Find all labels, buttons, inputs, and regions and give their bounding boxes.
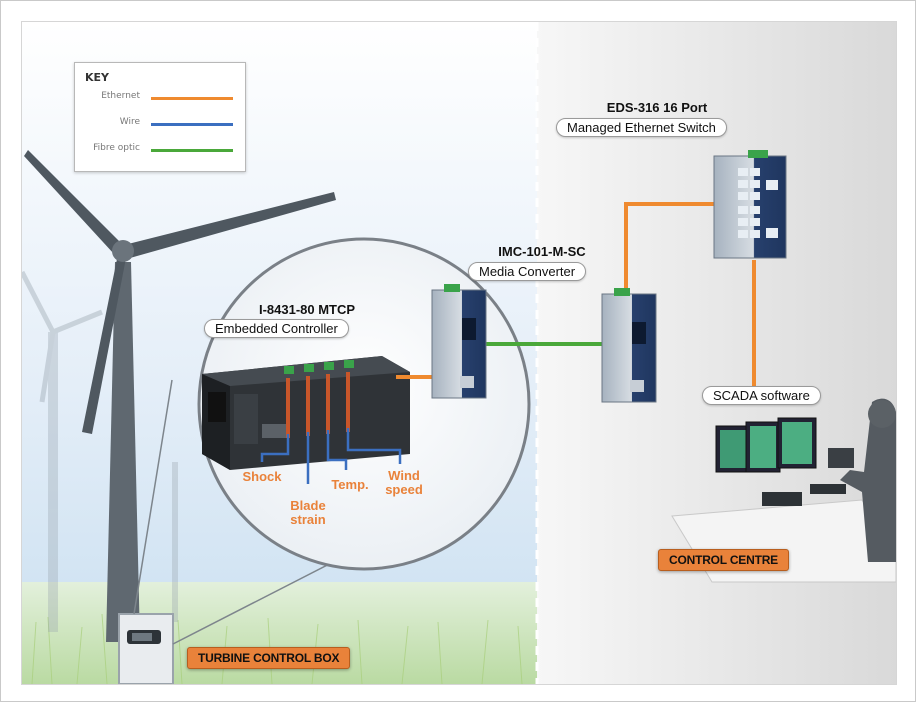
wind-turbine: [24, 150, 336, 642]
key-row-fibre: Fibre optic: [75, 143, 245, 157]
background-turbine: [22, 270, 178, 632]
controller-title: I-8431-80 MTCP: [258, 302, 356, 317]
network-diagram: [22, 22, 896, 684]
key-title: KEY: [85, 71, 110, 84]
ethernet-switch-device: [713, 150, 787, 259]
key-label-wire: Wire: [119, 117, 140, 127]
turbine-control-box: [118, 613, 174, 684]
key-row-ethernet: Ethernet: [75, 91, 245, 105]
sensor-wires: [260, 428, 402, 484]
switch-subtitle: Managed Ethernet Switch: [556, 118, 727, 137]
key-row-wire: Wire: [75, 117, 245, 131]
monitor-3: [777, 417, 817, 469]
sensor-strain-label: strain: [290, 512, 326, 527]
converter-title: IMC-101-M-SC: [498, 244, 586, 259]
sensor-blade-label: Blade: [290, 498, 326, 513]
media-converter-control: [601, 288, 657, 403]
turbine-control-box-label: TURBINE CONTROL BOX: [187, 647, 351, 669]
scada-label: SCADA software: [702, 386, 821, 405]
plc-controller-device: [202, 356, 410, 470]
switch-title: EDS-316 16 Port: [606, 100, 708, 115]
media-converter-turbine: [431, 284, 487, 399]
control-centre-label: CONTROL CENTRE: [658, 549, 789, 571]
sensor-wind-label: Wind: [388, 468, 420, 483]
fibre-swatch: [151, 149, 233, 152]
monitor-2: [745, 421, 781, 473]
ethernet-link-switch: [624, 202, 716, 292]
wire-swatch: [151, 123, 233, 126]
key-label-fibre: Fibre optic: [93, 143, 140, 153]
monitor-1: [715, 425, 751, 473]
sensor-blade-strain: Blade strain: [282, 499, 334, 527]
ethernet-swatch: [151, 97, 233, 100]
sensor-speed-label: speed: [385, 482, 423, 497]
zoom-line-top: [133, 379, 173, 615]
sensor-temp: Temp.: [331, 477, 369, 492]
key-legend: KEY Ethernet Wire Fibre optic: [74, 62, 246, 172]
key-label-ethernet: Ethernet: [101, 91, 140, 101]
converter-subtitle: Media Converter: [468, 262, 587, 281]
controller-subtitle: Embedded Controller: [204, 319, 349, 338]
sensor-shock: Shock: [242, 469, 282, 484]
diagram-canvas: KEY Ethernet Wire Fibre optic I-8431-80 …: [21, 21, 897, 685]
sensor-wind-speed: Wind speed: [378, 469, 430, 497]
